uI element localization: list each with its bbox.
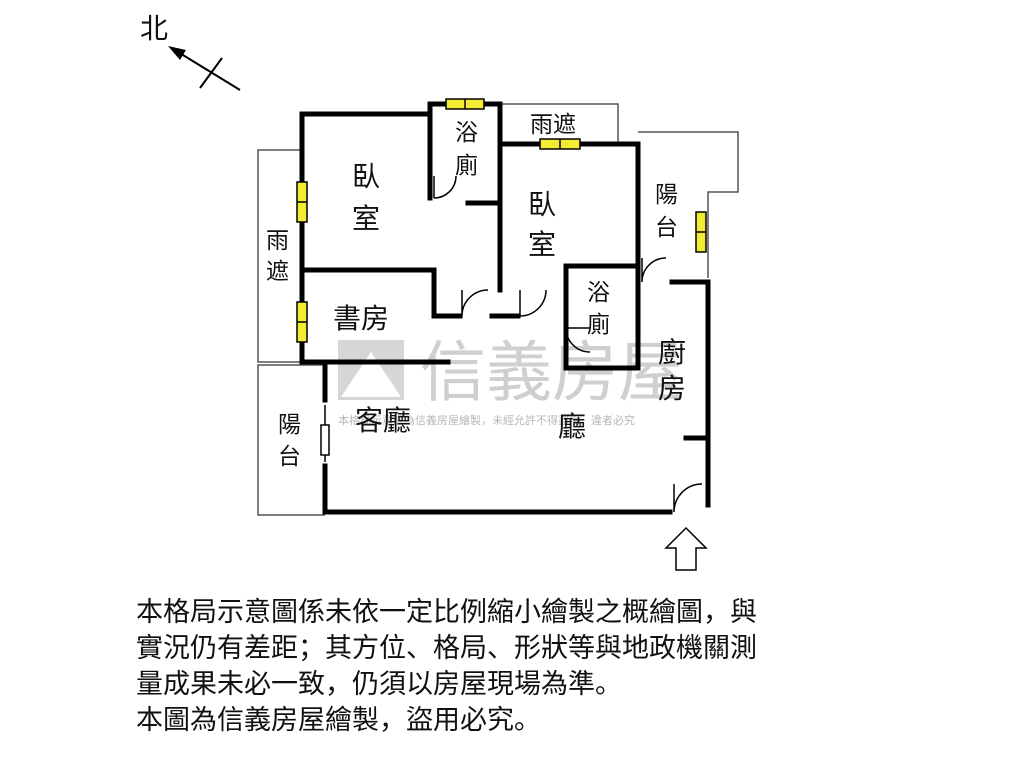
compass: 北 (140, 12, 241, 91)
label-kitchen-1: 廚 (658, 336, 686, 369)
label-bedroom-master-2: 室 (352, 202, 380, 235)
room-labels: 臥 室 浴 廁 雨遮 臥 室 陽 台 雨 遮 書房 浴 廁 廚 房 客廳 廳 陽… (266, 112, 686, 470)
floor-plan: 信義房屋 本格局示意圖為信義房屋繪製，未經允許不得盜用，違者必究 北 (140, 12, 739, 571)
compass-crossbar (199, 57, 223, 89)
label-kitchen-2: 房 (658, 372, 686, 405)
disclaimer: 本格局示意圖係未依一定比例縮小繪製之概繪圖，與 實況仍有差距；其方位、格局、形狀… (136, 595, 926, 739)
label-bath-master-1: 浴 (455, 120, 478, 146)
compass-arrowhead-icon (168, 46, 186, 60)
label-balcony-right-2: 台 (655, 215, 678, 241)
label-rain-cover-top: 雨遮 (530, 112, 576, 138)
wall-living-south (322, 463, 673, 515)
rain-cover-left-outline (257, 149, 300, 363)
balcony-left-outline (257, 364, 325, 516)
label-balcony-left-2: 台 (278, 444, 301, 470)
label-bath-master-2: 廁 (455, 153, 478, 179)
wall-study-top (299, 267, 463, 319)
label-living-room: 客廳 (355, 404, 411, 437)
label-balcony-right-1: 陽 (655, 182, 678, 208)
doors (320, 175, 703, 513)
compass-north-label: 北 (140, 12, 168, 45)
thin-outlines (257, 103, 739, 516)
label-balcony-left-1: 陽 (278, 412, 301, 438)
label-bath-second-2: 廁 (587, 312, 610, 338)
wall-kitchen-east (669, 279, 711, 508)
label-rain-cover-left-2: 遮 (266, 259, 289, 285)
entrance-arrow-icon (664, 526, 708, 571)
label-rain-cover-left-1: 雨 (266, 228, 289, 254)
door-study-icon (461, 289, 489, 317)
label-bedroom-second-2: 室 (528, 228, 556, 261)
label-study: 書房 (333, 302, 389, 335)
disclaimer-line-4: 本圖為信義房屋繪製，盜用必究。 (136, 705, 541, 736)
windows (296, 98, 707, 343)
rain-cover-top-outline (500, 103, 619, 144)
disclaimer-line-3: 量成果未必一致，仍須以房屋現場為準。 (136, 669, 622, 700)
door-bedroom2-icon (519, 289, 547, 317)
door-balcony-right-icon (641, 257, 667, 283)
label-bath-second-1: 浴 (587, 280, 610, 306)
label-bedroom-master-1: 臥 (352, 160, 380, 193)
door-master-bath-icon (433, 175, 457, 199)
watermark-logo-mark (341, 352, 401, 397)
label-dining-hall: 廳 (558, 410, 586, 443)
sliding-door-panel (320, 424, 330, 456)
balcony-right-outline (638, 131, 739, 278)
watermark-notice: 本格局示意圖為信義房屋繪製，未經允許不得盜用，違者必究 (338, 413, 635, 427)
disclaimer-line-1: 本格局示意圖係未依一定比例縮小繪製之概繪圖，與 (136, 597, 757, 628)
label-bedroom-second-1: 臥 (528, 188, 556, 221)
door-bath2-icon (565, 327, 591, 353)
entrance-door-icon (673, 483, 703, 513)
watermark-brand: 信義房屋 (420, 334, 684, 411)
compass-needle (177, 51, 241, 91)
disclaimer-line-2: 實況仍有差距；其方位、格局、形狀等與地政機關測 (136, 633, 757, 664)
